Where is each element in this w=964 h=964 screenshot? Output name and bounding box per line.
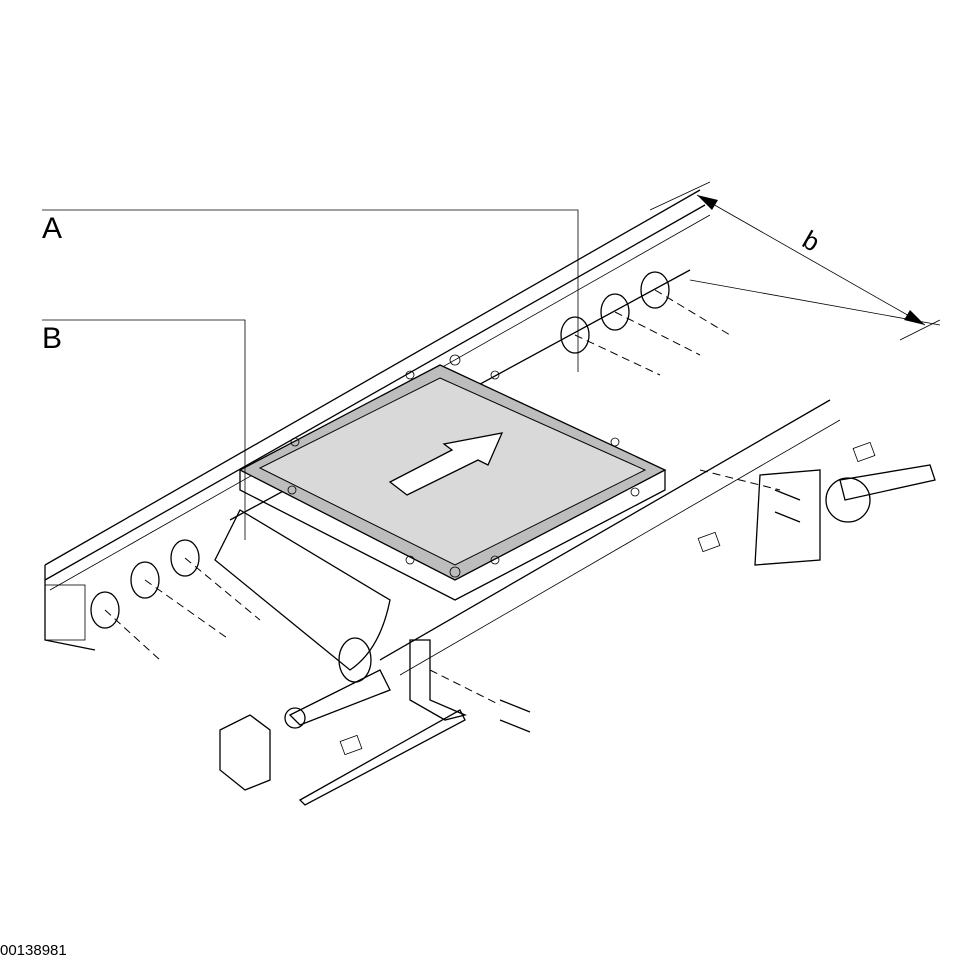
dimension-b <box>649 181 941 341</box>
leader-line-a <box>42 209 579 372</box>
direction-arrow-icon <box>388 432 504 496</box>
mounting-bracket-left <box>284 441 876 806</box>
return-roller <box>214 509 391 683</box>
mounting-bracket-right <box>699 464 936 566</box>
callout-label-b: B <box>42 322 63 355</box>
rollers <box>90 271 731 661</box>
connector-part <box>219 714 271 791</box>
document-id: 00138981 <box>0 942 67 959</box>
callout-label-a: A <box>42 212 63 245</box>
workpiece-pallet <box>238 354 667 601</box>
leader-line-b <box>42 319 246 540</box>
